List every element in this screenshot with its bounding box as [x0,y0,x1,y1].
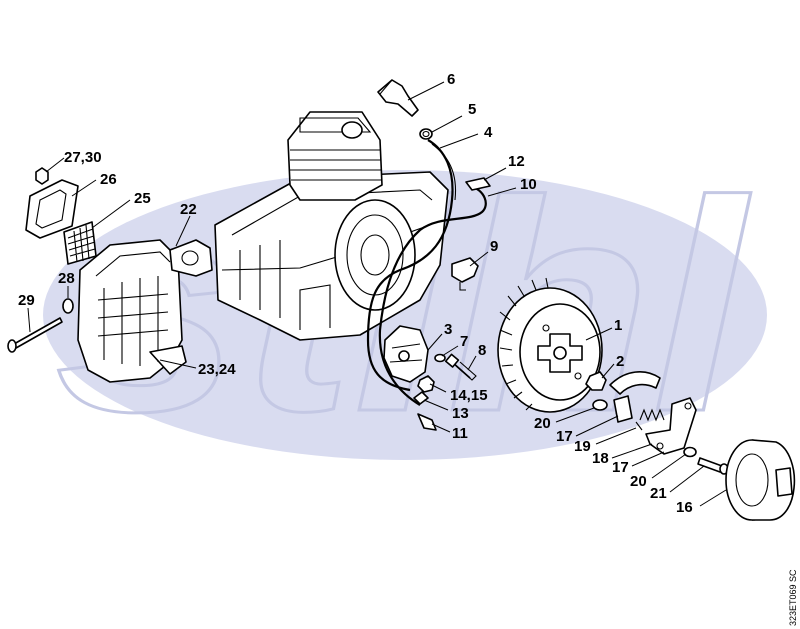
terminal-11 [417,413,437,431]
washer-20a [592,399,608,411]
crankcase-housing [214,171,449,341]
muffler [77,239,187,383]
callout-6: 6 [447,71,455,88]
ignition-module [383,325,429,383]
callout-20-upper: 20 [534,415,551,432]
screw-27-30 [35,167,49,185]
leader-lines [27,81,727,507]
callout-2: 2 [616,353,624,370]
clip-13 [413,391,429,405]
callout-28: 28 [58,270,75,287]
ignition-lead [366,139,454,392]
spring-connector [419,128,433,140]
callout-19: 19 [574,438,591,455]
clutch-spring [635,408,665,431]
flywheel [497,277,603,413]
callout-17-upper: 17 [556,428,573,445]
washer-28 [62,298,74,314]
callout-11: 11 [452,425,468,442]
spark-plug-boot [377,79,419,117]
muffler-gasket [169,239,213,277]
callout-3: 3 [444,321,452,338]
callout-13: 13 [452,405,469,422]
clutch-drum [725,439,796,521]
callout-16: 16 [676,499,693,516]
spark-arrestor-screen [63,221,97,265]
callout-26: 26 [100,171,117,188]
callout-14-15: 14,15 [450,387,488,404]
callout-9: 9 [490,238,498,255]
screw-8 [444,353,477,381]
callout-8: 8 [478,342,486,359]
nut-2 [585,371,607,391]
callout-10: 10 [520,176,537,193]
washer-20b [683,446,697,458]
nut-14-15 [417,375,435,393]
callout-4: 4 [484,124,493,141]
drawing-code: 323ET069 SC [788,569,798,626]
screw-29 [7,317,63,353]
terminal-connector [465,177,491,191]
callout-21: 21 [650,485,667,502]
short-circuit-wire [378,184,487,406]
callout-22: 22 [180,201,197,218]
callout-7: 7 [460,333,468,350]
cylinder-head [287,111,383,201]
switch-contact [451,257,479,291]
callout-1: 1 [614,317,622,334]
callout-18: 18 [592,450,609,467]
callout-17-lower: 17 [612,459,629,476]
clutch-shoe-upper [609,371,661,423]
callout-12: 12 [508,153,525,170]
callout-5: 5 [468,101,476,118]
clutch-carrier [645,397,697,455]
callout-labels: 1 2 3 4 5 6 7 8 9 10 11 12 13 14,15 16 1… [18,71,693,516]
callout-25: 25 [134,190,151,207]
ignition-lead-inner [431,143,457,201]
callout-20-lower: 20 [630,473,647,490]
callout-23-24: 23,24 [198,361,236,378]
callout-29: 29 [18,292,35,309]
cover-plate [25,179,79,239]
callout-27-30: 27,30 [64,149,102,166]
